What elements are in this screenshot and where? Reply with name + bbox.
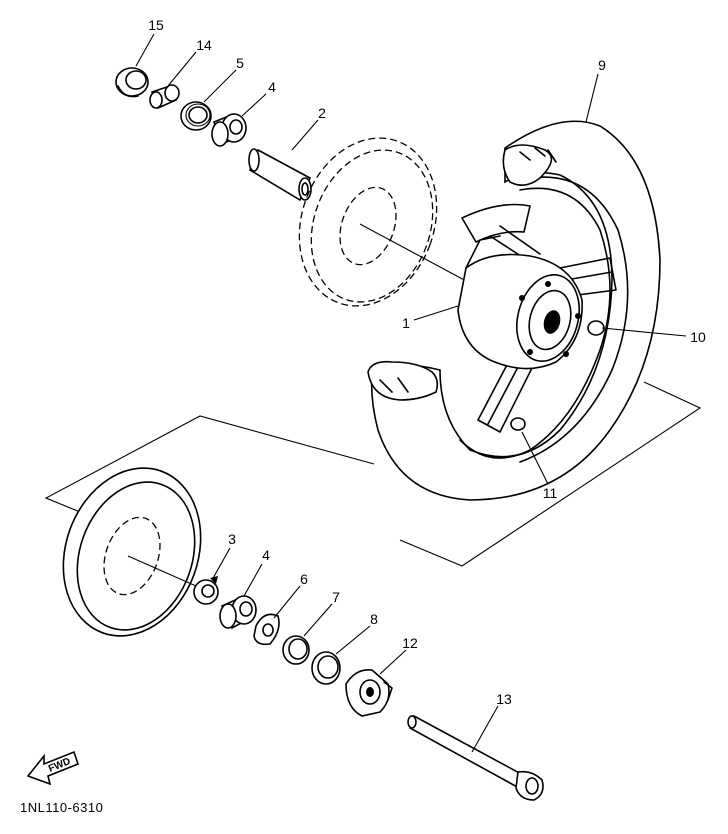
part-14-collar	[149, 84, 180, 110]
part-3-collar	[193, 576, 219, 605]
callout-7: 7	[332, 589, 340, 605]
part-7-ring	[282, 635, 310, 665]
callout-10: 10	[690, 329, 706, 345]
callout-14: 14	[196, 37, 212, 53]
callout-1: 1	[402, 315, 410, 331]
callout-labels: 15 14 5 4 2 9 1 10 11 3 4 6 7 8 12 13	[148, 17, 706, 707]
callout-11: 11	[543, 485, 558, 501]
part-8-oil-seal	[311, 651, 341, 685]
callout-9: 9	[598, 57, 606, 73]
callout-8: 8	[370, 611, 378, 627]
upper-brake-disc	[298, 137, 469, 307]
leader-lines	[135, 33, 687, 753]
part-15-cap	[115, 67, 149, 98]
callout-6: 6	[300, 571, 308, 587]
callout-2: 2	[318, 105, 326, 121]
callout-4-lower: 4	[262, 547, 270, 563]
part-4-bearing-lower	[219, 594, 257, 630]
assembly-plane	[44, 381, 702, 567]
callout-12: 12	[402, 635, 418, 651]
part-5-oil-seal	[180, 101, 212, 131]
callout-13: 13	[496, 691, 512, 707]
part-12-gear-unit	[345, 668, 393, 717]
lower-brake-disc	[62, 467, 202, 637]
callout-5-upper: 5	[236, 55, 244, 71]
forward-arrow-icon: FWD	[26, 750, 79, 786]
part-2-spacer	[248, 148, 312, 202]
callout-15: 15	[148, 17, 164, 33]
wheel-assembly	[367, 120, 661, 501]
part-6-clip	[253, 613, 280, 646]
part-4-bearing-upper	[211, 112, 247, 147]
part-13-axle	[407, 714, 544, 801]
callout-4-upper: 4	[268, 79, 276, 95]
callout-3: 3	[228, 531, 236, 547]
part-code: 1NL110-6310	[20, 800, 103, 815]
